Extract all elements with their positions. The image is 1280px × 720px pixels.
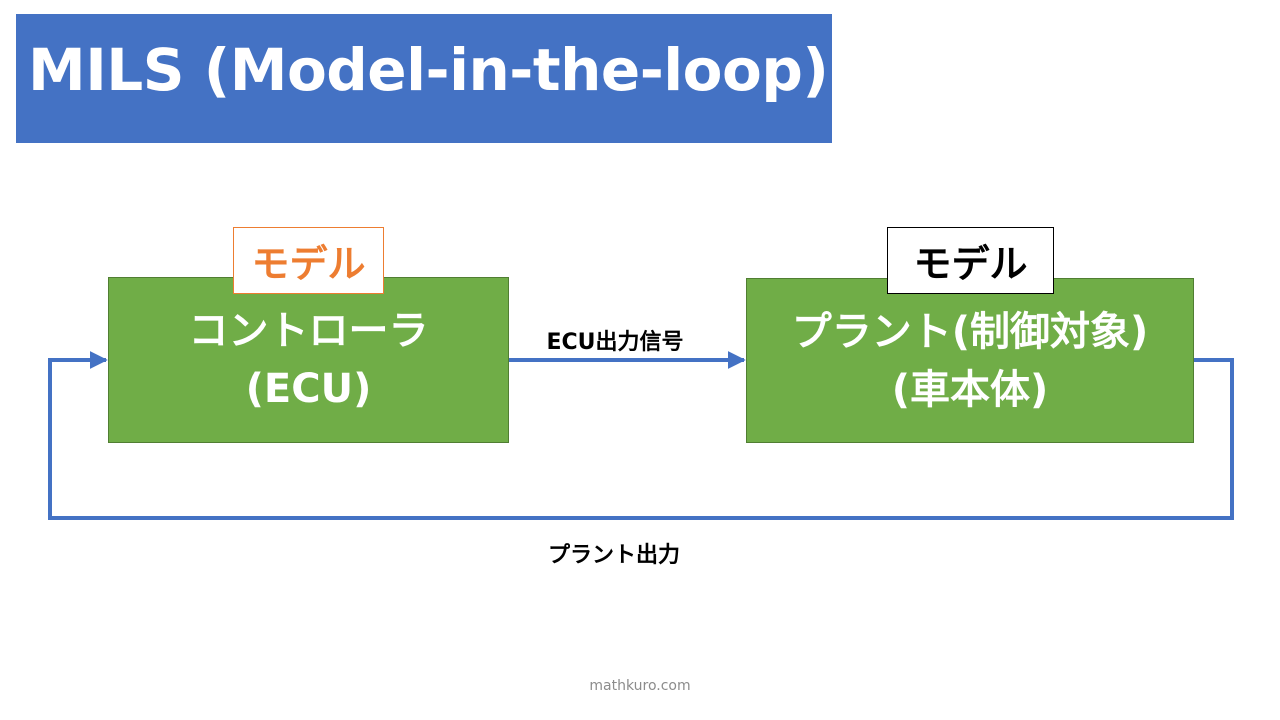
controller-block: コントローラ (ECU): [108, 277, 509, 443]
plant-block: プラント(制御対象) (車本体): [746, 278, 1194, 443]
plant-model-tag: モデル: [887, 227, 1054, 294]
feedback-arrow: [48, 351, 1234, 520]
ecu-output-signal-label: ECU出力信号: [546, 330, 684, 355]
plant-output-label: プラント出力: [547, 543, 681, 568]
plant-label: プラント(制御対象): [791, 308, 1149, 355]
page-title: MILS (Model-in-the-loop): [28, 36, 829, 104]
plant-sublabel: (車本体): [891, 366, 1049, 413]
controller-model-tag: モデル: [233, 227, 384, 294]
title-banner: MILS (Model-in-the-loop): [16, 14, 832, 143]
controller-label: コントローラ: [188, 308, 429, 354]
watermark: mathkuro.com: [589, 678, 691, 694]
controller-sublabel: (ECU): [245, 366, 372, 412]
